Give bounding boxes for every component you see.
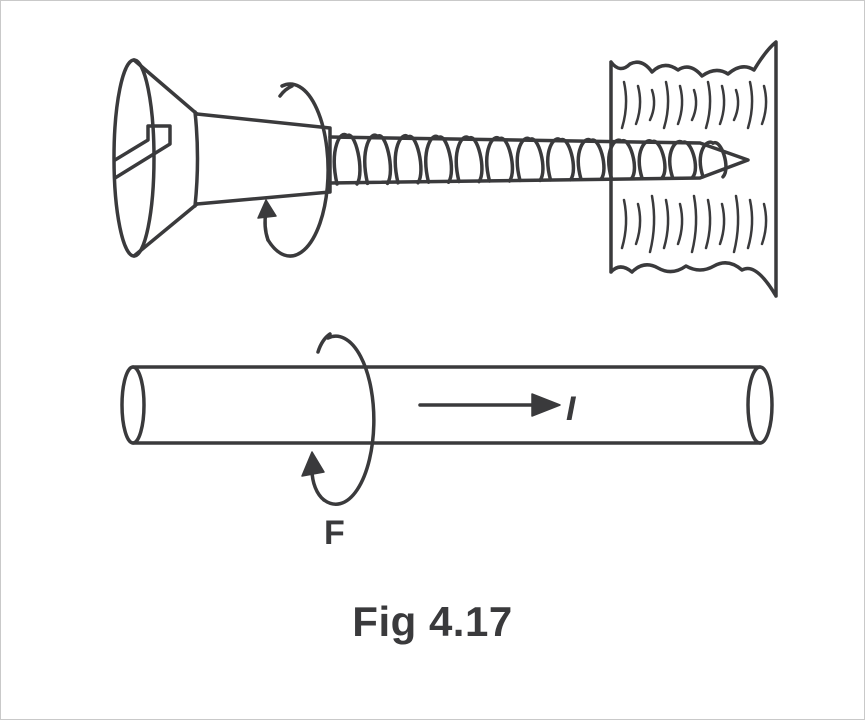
current-label: I xyxy=(566,390,577,428)
wood-grain-line xyxy=(662,80,670,130)
wire xyxy=(120,365,774,445)
wood-grain-line xyxy=(648,194,656,254)
wood-grain-line xyxy=(732,88,740,122)
screw-ring-back xyxy=(278,84,294,98)
wood-grain-line xyxy=(676,84,684,126)
thread-coil xyxy=(393,134,423,185)
figure-caption: Fig 4.17 xyxy=(352,598,513,645)
screw-head-slot xyxy=(113,124,172,180)
thread-coil xyxy=(698,140,728,179)
wood-grain-line xyxy=(760,202,768,246)
thread-coil xyxy=(668,139,698,180)
screw-ring-front xyxy=(266,82,330,258)
thread-coil xyxy=(515,136,545,183)
wood-grain-line xyxy=(704,198,712,250)
wire-ring-arrowhead-icon xyxy=(301,451,325,477)
screw-ring-arrowhead-icon xyxy=(257,199,277,219)
wood-grain-line xyxy=(718,202,726,246)
screw-rotation-ring xyxy=(257,82,330,258)
wood-grain-line xyxy=(732,194,740,254)
thread-coil xyxy=(576,137,606,181)
wood-grain-line xyxy=(648,88,656,122)
wood-grain-line xyxy=(620,198,628,250)
thread-coil xyxy=(546,137,576,182)
wood-grain-line xyxy=(662,198,670,250)
thread-coil xyxy=(332,132,362,186)
screw-core xyxy=(328,135,750,185)
wood-grain-line xyxy=(704,80,712,130)
wood-grain-line xyxy=(676,202,684,246)
wire-rotation-ring xyxy=(301,332,376,506)
wood-block xyxy=(609,40,778,298)
screw-shank-edge xyxy=(193,110,200,208)
wood-outline xyxy=(609,40,778,298)
current-arrowhead-icon xyxy=(531,393,561,417)
wood-grain-line xyxy=(634,202,642,246)
screw-threads xyxy=(332,132,728,186)
thread-coil xyxy=(363,133,393,186)
wire-ring-front xyxy=(322,334,376,506)
wood-grain-line xyxy=(746,198,754,250)
force-label: F xyxy=(324,514,345,552)
wood-grain-line xyxy=(760,84,768,126)
thread-coil xyxy=(454,135,484,184)
wood-grain-line xyxy=(690,88,698,122)
screw xyxy=(112,58,750,258)
wood-grain-line xyxy=(690,194,698,254)
wire-right-end xyxy=(746,365,774,445)
screw-shank xyxy=(195,112,332,206)
thread-coil xyxy=(424,134,454,184)
screw-head-taper xyxy=(132,58,199,258)
wood-grain-line xyxy=(746,80,754,130)
wire-ring-back xyxy=(316,332,332,354)
wood-grain-line xyxy=(620,80,628,130)
current-arrow xyxy=(418,393,561,417)
wood-grain-line xyxy=(634,84,642,126)
wood-grain-line xyxy=(718,84,726,126)
wire-left-end xyxy=(120,365,146,445)
wood-grain xyxy=(620,80,768,254)
thread-coil xyxy=(637,139,667,180)
thread-coil xyxy=(607,138,637,181)
thread-coil xyxy=(485,135,515,183)
